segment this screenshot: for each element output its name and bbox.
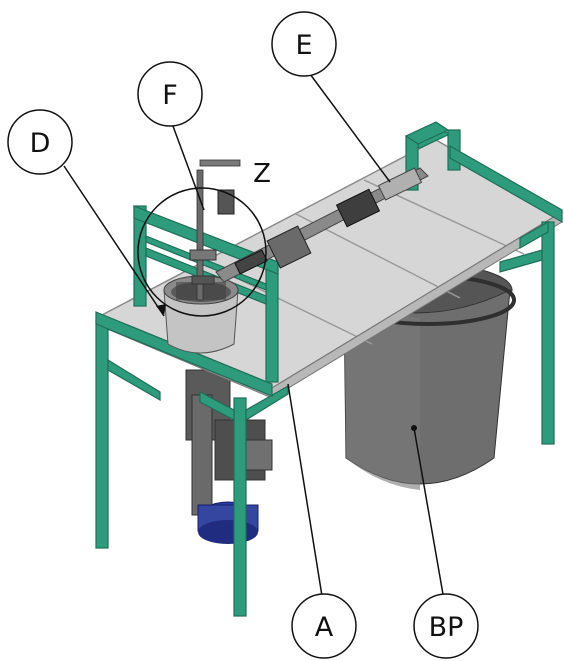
callout-e: E	[271, 11, 337, 77]
pump-assembly	[185, 369, 273, 544]
detail-marker-z: Z	[253, 159, 271, 189]
pipe-line-e	[215, 167, 429, 283]
stirrer-f	[189, 159, 241, 301]
callout-d-label: D	[30, 128, 51, 159]
callout-e-label: E	[295, 30, 312, 61]
callout-f: F	[137, 61, 203, 127]
callout-a-label: A	[315, 612, 334, 643]
callout-d: D	[7, 109, 73, 175]
leader-arrow-d	[156, 304, 166, 316]
callout-bp-label: BP	[429, 612, 464, 643]
detail-circle-z	[137, 187, 267, 317]
support-frame	[95, 121, 563, 617]
leader-lines	[63, 73, 445, 601]
callout-a: A	[291, 593, 357, 659]
callout-f-label: F	[162, 80, 178, 111]
callout-bp: BP	[413, 593, 479, 659]
